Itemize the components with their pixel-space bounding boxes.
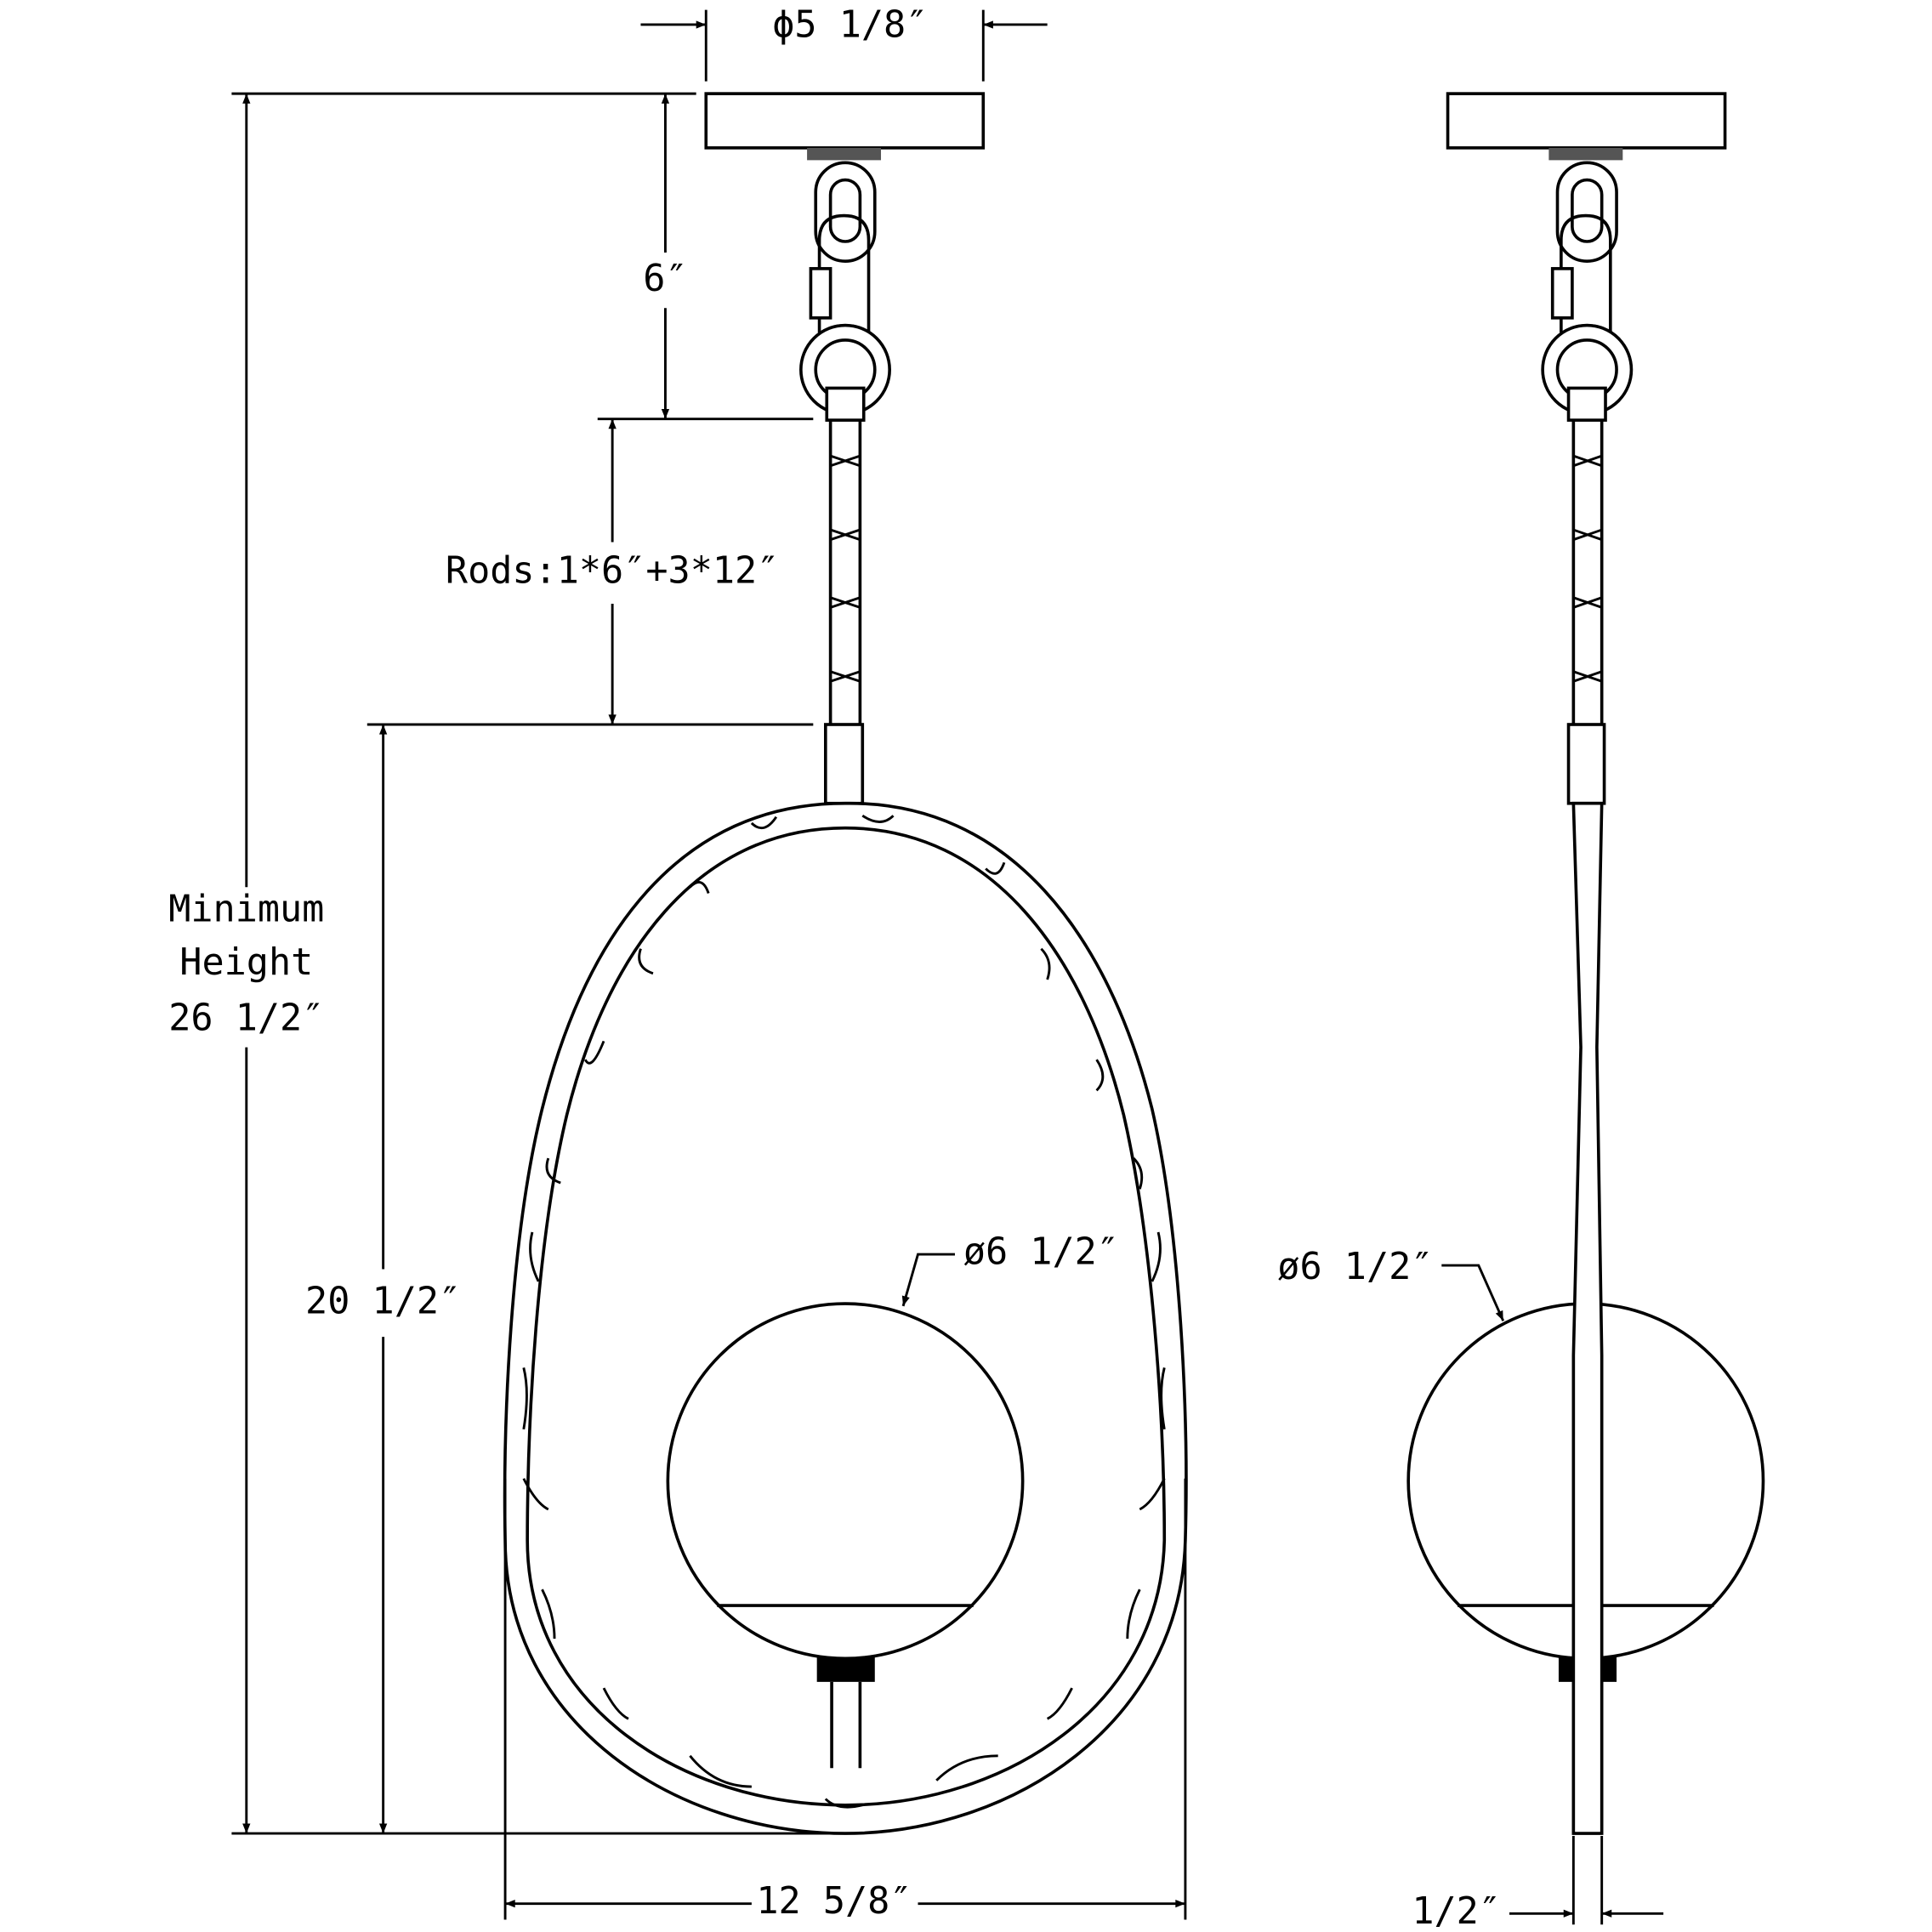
side-depth-label: 1/2″: [1412, 1890, 1501, 1932]
minimum-height-value: 26 1/2″: [168, 997, 324, 1039]
minimum-height-label-1: Minimum: [168, 889, 324, 931]
fixture-height-dimension: 20 1/2″: [305, 724, 461, 1834]
fixture-width-label: 12 5/8″: [756, 1880, 912, 1923]
side-depth-dimension: 1/2″: [1412, 1835, 1664, 1932]
front-view: ø6 1/2″: [503, 92, 1188, 1835]
minimum-height-dimension: Minimum Height 26 1/2″: [168, 92, 838, 1835]
fixture-height-label: 20 1/2″: [305, 1281, 461, 1323]
fixture-width-dimension: 12 5/8″: [503, 1478, 1187, 1923]
rod-stem: [824, 420, 865, 805]
side-canopy: [1446, 92, 1727, 150]
rods-dimension: Rods:1*6″+3*12″: [367, 418, 814, 726]
side-view: ø6 1/2″: [1277, 92, 1765, 1835]
chain-links: [799, 161, 891, 422]
globe-diameter-front-callout: ø6 1/2″: [901, 1231, 1119, 1307]
canopy: [704, 92, 986, 150]
canopy-width-dimension: ϕ5 1/8″: [640, 3, 1048, 82]
egg-frame: [503, 801, 1188, 1835]
globe-shade: [666, 1302, 1025, 1769]
canopy-diameter-label: ϕ5 1/8″: [772, 3, 928, 46]
chain-length-dimension: 6″: [597, 94, 814, 421]
globe-diameter-side-label: ø6 1/2″: [1277, 1246, 1433, 1288]
canopy-nut: [807, 147, 882, 161]
side-frame-edge: [1571, 801, 1604, 1835]
chain-length-label: 6″: [643, 258, 687, 300]
minimum-height-label-2: Height: [179, 941, 313, 984]
rods-label: Rods:1*6″+3*12″: [446, 549, 779, 592]
globe-diameter-front-label: ø6 1/2″: [963, 1231, 1119, 1274]
